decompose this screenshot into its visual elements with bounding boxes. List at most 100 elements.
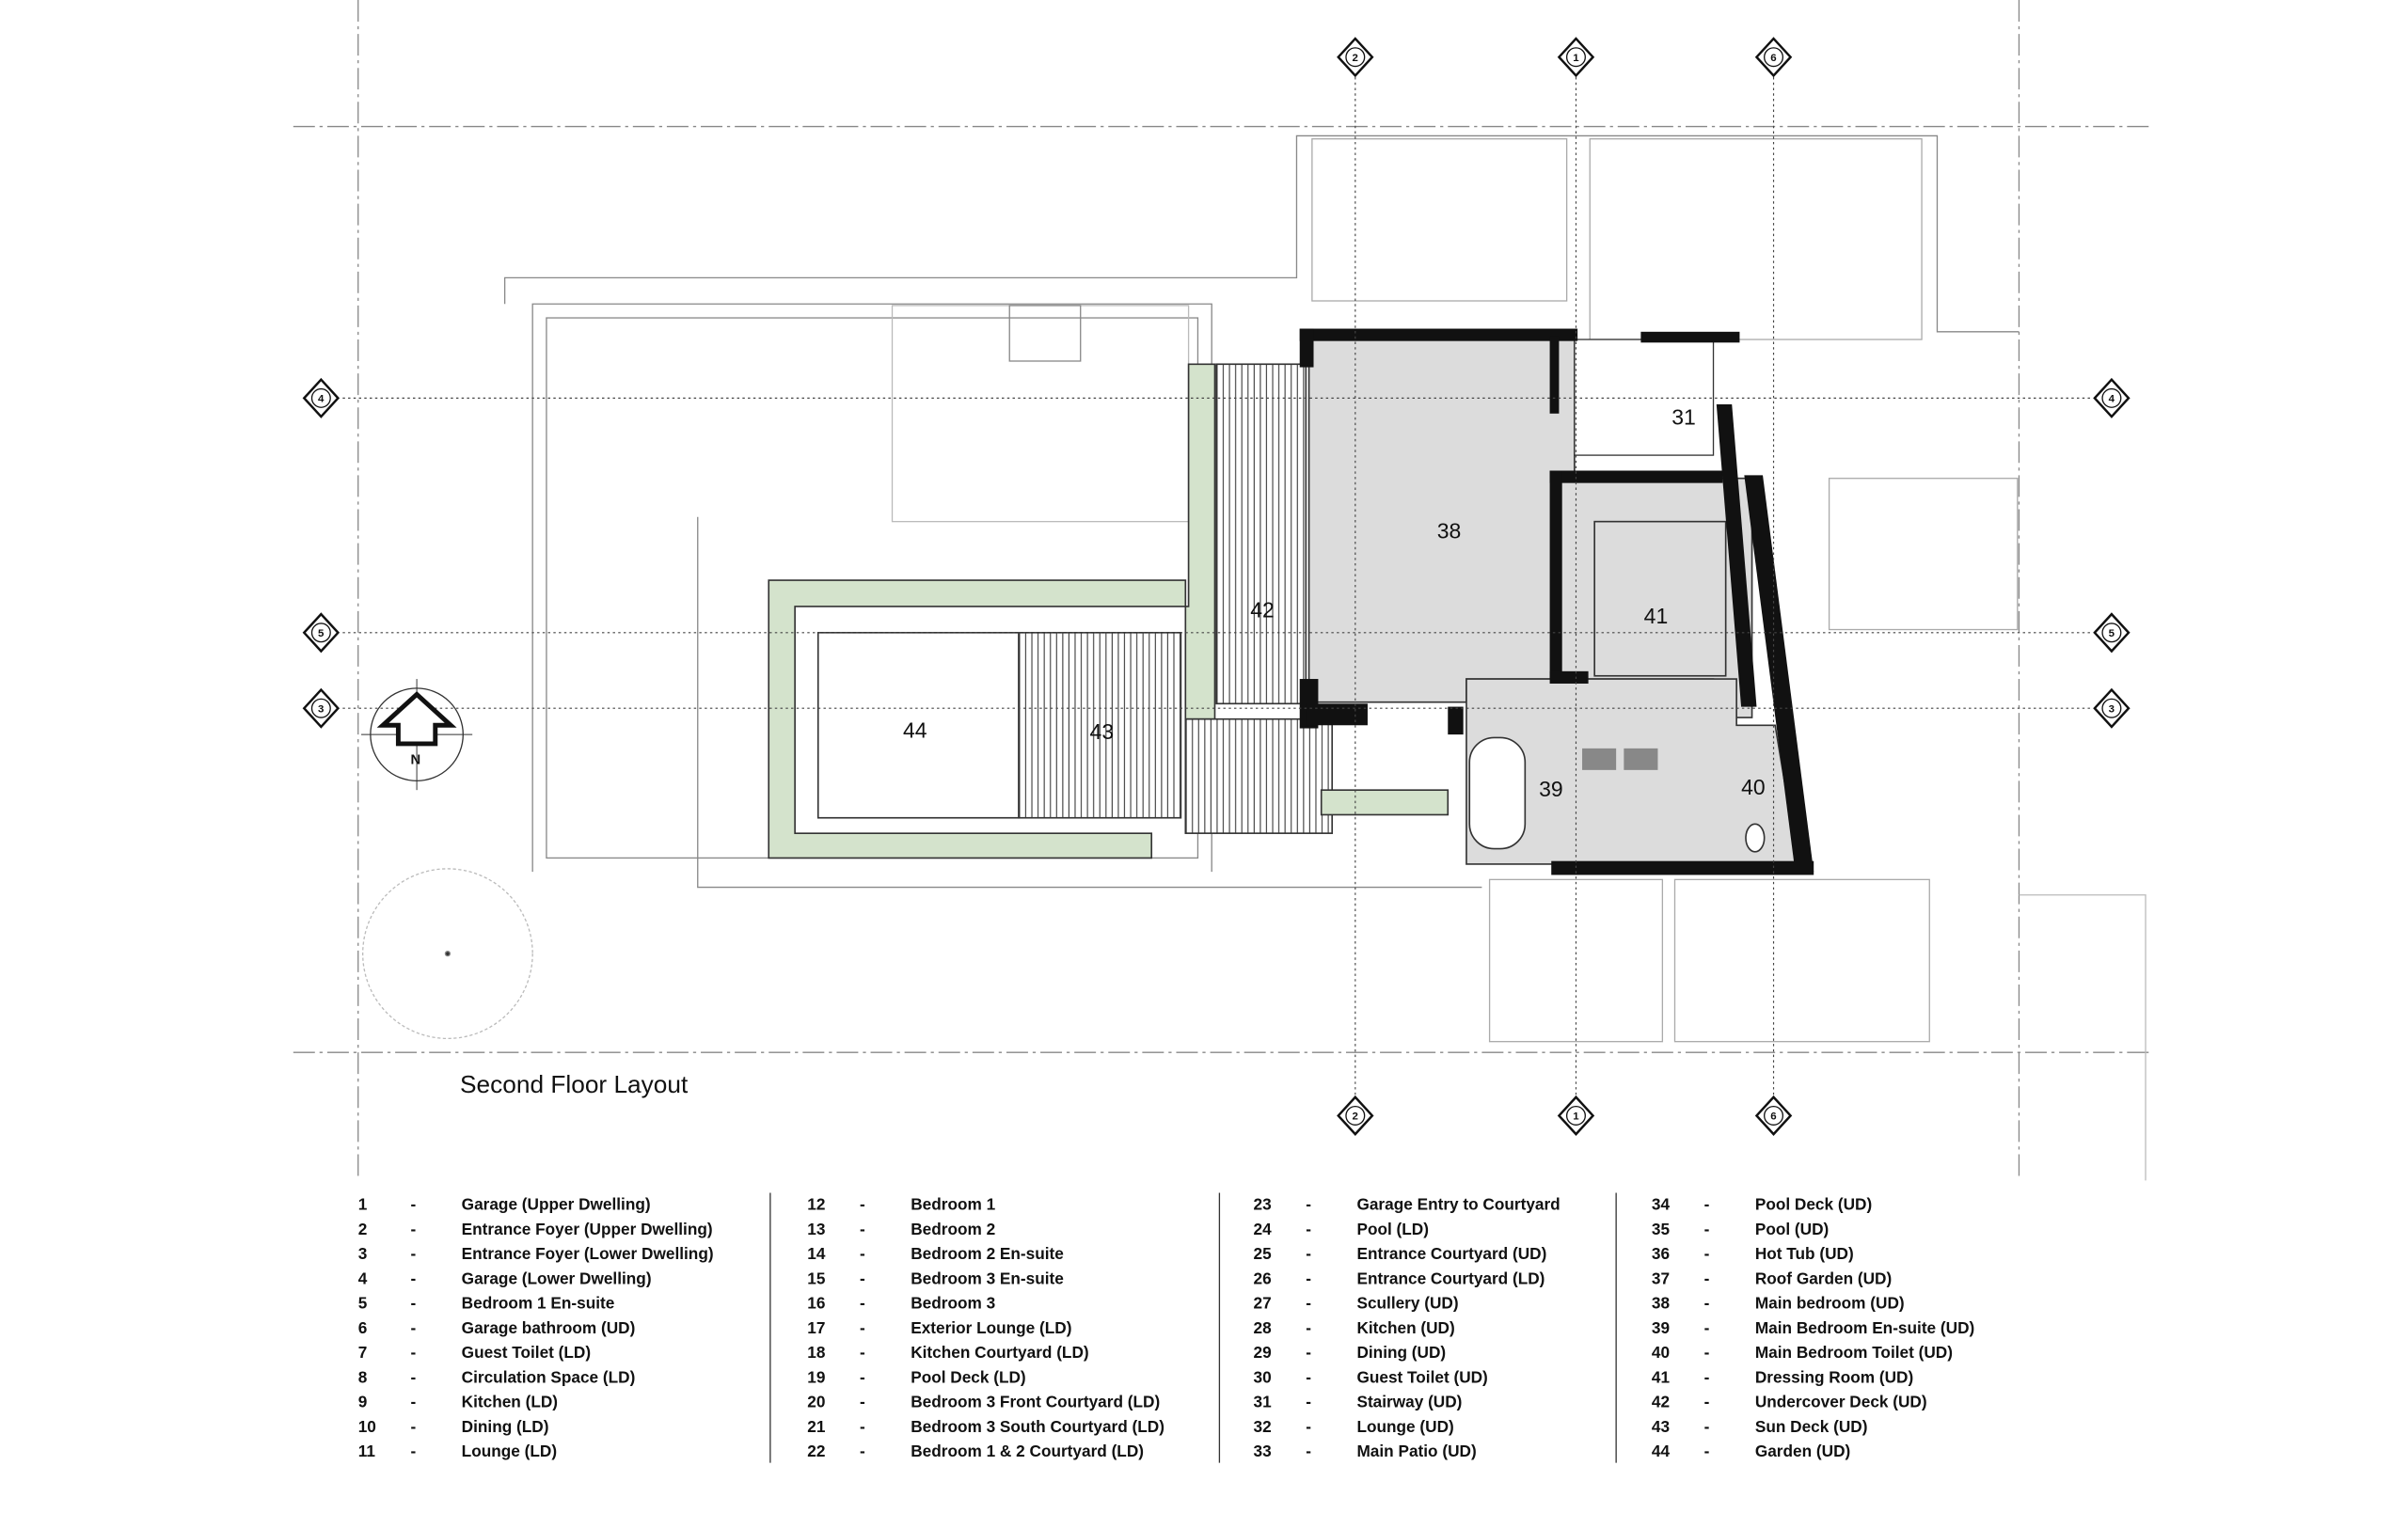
legend-item: 30 - Guest Toilet (UD) [1254, 1367, 1488, 1386]
grid-marker-label: 4 [2109, 393, 2115, 404]
legend-separator: - [1306, 1343, 1311, 1362]
legend-number: 27 [1254, 1294, 1272, 1313]
legend-room-name: Kitchen (UD) [1356, 1318, 1454, 1337]
legend-separator: - [1306, 1417, 1311, 1436]
legend-room-name: Dining (UD) [1356, 1343, 1446, 1362]
legend-room-name: Bedroom 3 [911, 1294, 995, 1313]
legend-item: 41-Dressing Room (UD) [1652, 1367, 1913, 1386]
legend-separator: - [411, 1343, 417, 1362]
legend-separator: - [411, 1195, 417, 1214]
legend-number: 13 [807, 1220, 825, 1238]
legend-item: 1-Garage (Upper Dwelling) [358, 1195, 651, 1214]
legend-number: 16 [807, 1294, 825, 1313]
legend-item: 39-Main Bedroom En-suite (UD) [1652, 1318, 1974, 1337]
legend-room-name: Main Bedroom En-suite (UD) [1755, 1318, 1974, 1337]
legend-separator: - [411, 1367, 417, 1386]
grid-marker-bottom: 1 [1557, 1095, 1595, 1136]
grid-marker-right: 3 [2093, 687, 2131, 729]
legend-number: 31 [1254, 1393, 1273, 1411]
room-legend: 1-Garage (Upper Dwelling) 2-Entrance Foye… [358, 1192, 1974, 1463]
legend-room-name: Bedroom 3 En-suite [911, 1269, 1064, 1287]
legend-number: 29 [1254, 1343, 1272, 1362]
legend-item: 19-Pool Deck (LD) [807, 1367, 1025, 1386]
legend-room-name: Bedroom 3 Front Courtyard (LD) [911, 1393, 1160, 1411]
legend-number: 22 [807, 1442, 825, 1460]
legend-separator: - [1704, 1244, 1710, 1263]
legend-room-name: Circulation Space (LD) [462, 1367, 636, 1386]
legend-item: 3-Entrance Foyer (Lower Dwelling) [358, 1244, 714, 1263]
legend-number: 21 [807, 1417, 826, 1436]
legend-separator: - [860, 1294, 865, 1313]
room-tag-40: 40 [1741, 775, 1766, 799]
grid-marker-circle [310, 623, 331, 643]
legend-separator: - [1306, 1393, 1311, 1411]
grid-marker-left: 3 [302, 687, 341, 729]
legend-room-name: Bedroom 3 South Courtyard (LD) [911, 1417, 1164, 1436]
legend-item: 15-Bedroom 3 En-suite [807, 1269, 1064, 1287]
grid-marker-circle [310, 698, 331, 718]
legend-item: 38-Main bedroom (UD) [1652, 1294, 1905, 1313]
grid-marker-bottom: 6 [1754, 1095, 1793, 1136]
legend-number: 5 [358, 1294, 368, 1313]
grid-marker-circle [1565, 1105, 1586, 1126]
legend-separator: - [1306, 1442, 1311, 1460]
legend-room-name: Kitchen Courtyard (LD) [911, 1343, 1088, 1362]
legend-number: 44 [1652, 1442, 1671, 1460]
legend-room-name: Main Bedroom Toilet (UD) [1755, 1343, 1953, 1362]
room-tag-42: 42 [1250, 597, 1275, 622]
room-tag-31: 31 [1671, 404, 1696, 429]
legend-separator: - [1306, 1367, 1311, 1386]
room-tag-39: 39 [1539, 777, 1563, 801]
legend-number: 36 [1652, 1244, 1670, 1263]
legend-item: 7-Guest Toilet (LD) [358, 1343, 591, 1362]
legend-room-name: Guest Toilet (UD) [1356, 1367, 1487, 1386]
legend-number: 18 [807, 1343, 826, 1362]
legend-number: 42 [1652, 1393, 1670, 1411]
legend-separator: - [411, 1417, 417, 1436]
legend-number: 8 [358, 1367, 368, 1386]
legend-room-name: Stairway (UD) [1356, 1393, 1462, 1411]
legend-separator: - [1306, 1318, 1311, 1337]
legend-item: 20-Bedroom 3 Front Courtyard (LD) [807, 1393, 1160, 1411]
legend-number: 23 [1254, 1195, 1272, 1214]
legend-room-name: Garden (UD) [1755, 1442, 1850, 1460]
grid-marker-circle [310, 387, 331, 408]
legend-room-name: Dining (LD) [462, 1417, 549, 1436]
legend-item: 24-Pool (LD) [1254, 1220, 1429, 1238]
grid-marker-label: 2 [1353, 1111, 1358, 1123]
legend-item: 4-Garage (Lower Dwelling) [358, 1269, 652, 1287]
legend-number: 19 [807, 1367, 825, 1386]
legend-room-name: Undercover Deck (UD) [1755, 1393, 1927, 1411]
legend-separator: - [860, 1343, 865, 1362]
legend-number: 11 [358, 1442, 376, 1460]
legend-item: 8 - Circulation Space (LD) [358, 1367, 636, 1386]
legend-number: 14 [807, 1244, 826, 1263]
legend-separator: - [411, 1244, 417, 1263]
legend-separator: - [1704, 1318, 1710, 1337]
legend-item: 5-Bedroom 1 En-suite [358, 1294, 615, 1313]
legend-number: 33 [1254, 1442, 1272, 1460]
legend-item: 25-Entrance Courtyard (UD) [1254, 1244, 1547, 1263]
grid-marker-label: 1 [1573, 1111, 1579, 1123]
legend-room-name: Lounge (UD) [1356, 1417, 1453, 1436]
legend-item: 37-Roof Garden (UD) [1652, 1269, 1892, 1287]
legend-separator: - [1704, 1442, 1710, 1460]
legend-separator: - [411, 1220, 417, 1238]
legend-item: 10-Dining (LD) [358, 1417, 549, 1436]
legend-number: 6 [358, 1318, 368, 1337]
legend-room-name: Sun Deck (UD) [1755, 1417, 1868, 1436]
legend-room-name: Main bedroom (UD) [1755, 1294, 1905, 1313]
legend-item: 2-Entrance Foyer (Upper Dwelling) [358, 1220, 713, 1238]
legend-room-name: Bedroom 2 En-suite [911, 1244, 1064, 1263]
legend-room-name: Guest Toilet (LD) [462, 1343, 591, 1362]
legend-room-name: Entrance Courtyard (LD) [1356, 1269, 1545, 1287]
grid-marker-circle [1345, 1105, 1366, 1126]
legend-number: 3 [358, 1244, 368, 1263]
grid-marker-top: 1 [1557, 37, 1595, 78]
legend-separator: - [860, 1269, 865, 1287]
legend-room-name: Main Patio (UD) [1356, 1442, 1476, 1460]
legend-number: 30 [1254, 1367, 1272, 1386]
legend-room-name: Entrance Courtyard (UD) [1356, 1244, 1546, 1263]
